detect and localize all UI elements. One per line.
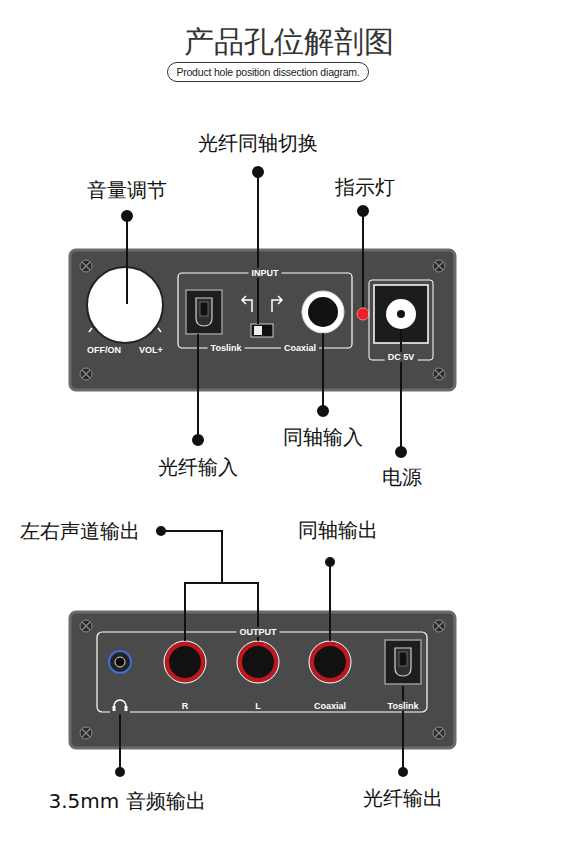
panel-label: OUTPUT	[237, 627, 280, 637]
panel-label: INPUT	[249, 268, 282, 278]
subtitle-box: Product hole position dissection diagram…	[167, 62, 369, 82]
callout-label: 光纤同轴切换	[198, 132, 318, 155]
leader-lines	[122, 167, 406, 457]
leader-dots	[115, 526, 408, 777]
panel-label: Coaxial	[281, 343, 319, 353]
callout-label: 光纤输出	[363, 787, 443, 810]
page-title: 产品孔位解剖图	[184, 22, 394, 63]
panel-label: R	[179, 701, 192, 711]
panel-label: OFF/ON	[84, 345, 124, 355]
callout-label: 同轴输出	[298, 519, 378, 542]
panel-label: Coaxial	[311, 701, 349, 711]
callout-label: 左右声道输出	[20, 520, 140, 543]
callout-label: 光纤输入	[158, 456, 238, 479]
callout-label: 音量调节	[87, 179, 167, 202]
callout-label: 电源	[382, 466, 422, 489]
panel-label: Toslink	[208, 343, 245, 353]
callout-label: 同轴输入	[283, 426, 363, 449]
panel-label: VOL+	[136, 345, 166, 355]
subtitle-text: Product hole position dissection diagram…	[176, 66, 359, 78]
panel-label: L	[252, 701, 264, 711]
panel-label: DC 5V	[385, 352, 418, 362]
callout-label: 指示灯	[335, 176, 395, 199]
leader-lines	[120, 531, 403, 772]
callout-label: 3.5mm 音频输出	[48, 790, 205, 813]
panel-label: Toslink	[385, 701, 422, 711]
output-panel	[70, 612, 455, 748]
